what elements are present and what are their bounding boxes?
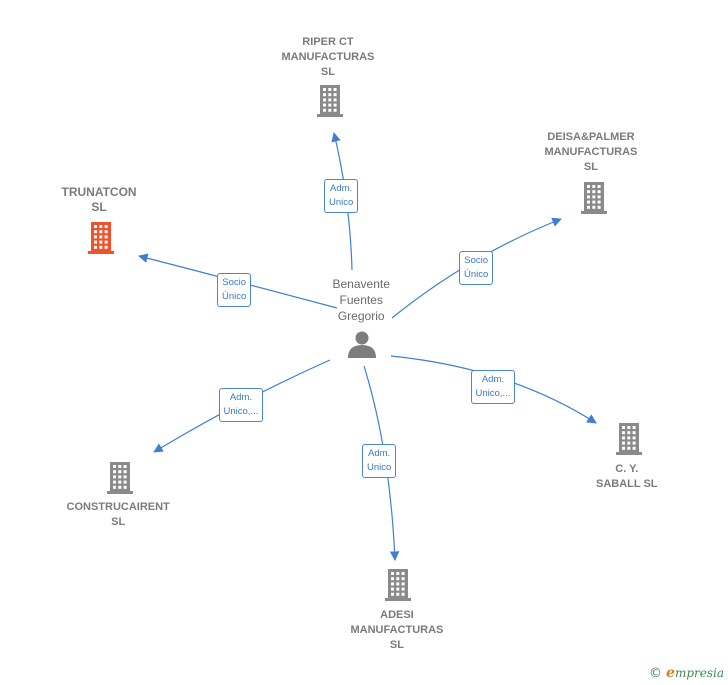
company-label-line: SABALL SL [596, 478, 658, 490]
relation-label-line: Único [464, 269, 489, 280]
relation-label-riper[interactable]: Adm. Unico [324, 179, 359, 213]
brand-initial: e [666, 665, 675, 681]
company-label-line: DEISA&PALMER [547, 131, 635, 143]
company-label-deisa[interactable]: DEISA&PALMER MANUFACTURAS SL [545, 130, 638, 175]
person-icon[interactable] [348, 331, 376, 359]
relation-label-construcairent[interactable]: Adm. Unico,... [218, 388, 264, 422]
company-label-construcairent[interactable]: CONSTRUCAIRENT SL [67, 500, 170, 530]
person-label-line: Gregorio [337, 309, 385, 323]
copyright-symbol: © [649, 666, 663, 681]
company-label-line: ADESI [380, 609, 414, 621]
company-label-line: MANUFACTURAS [544, 146, 638, 158]
company-label-line: MANUFACTURAS [350, 624, 444, 636]
building-icon-construcairent[interactable] [107, 462, 133, 494]
company-label-riper[interactable]: RIPER CT MANUFACTURAS SL [282, 35, 375, 80]
company-label-line: MANUFACTURAS [281, 51, 375, 63]
building-icon-deisa[interactable] [581, 182, 607, 214]
company-label-line: SL [320, 66, 335, 78]
footer-brand[interactable]: ©empresia [649, 665, 724, 681]
relation-label-line: Socio [464, 255, 489, 266]
relation-label-line: Adm. [330, 183, 353, 194]
building-icon-adesi[interactable] [385, 569, 411, 601]
relation-label-line: Adm. [481, 374, 505, 385]
relation-label-line: Adm. [229, 392, 253, 403]
relation-label-line: Único [222, 291, 247, 302]
company-label-saball[interactable]: C. Y. SABALL SL [596, 462, 658, 492]
building-icon-trunatcon[interactable] [88, 222, 114, 254]
company-label-line: RIPER CT [302, 36, 354, 48]
company-label-line: SL [583, 161, 598, 173]
company-label-line: C. Y. [615, 463, 639, 475]
relation-label-line: Unico [329, 197, 354, 208]
relation-label-line: Adm. [368, 448, 391, 459]
brand-name: mpresia [674, 666, 724, 680]
relation-label-line: Unico [367, 462, 392, 473]
relation-label-line: Unico,... [475, 388, 511, 399]
company-label-line: SL [91, 200, 107, 214]
relation-label-line: Unico,... [223, 406, 259, 417]
company-label-line: SL [389, 639, 404, 651]
person-label-line: Benavente [332, 277, 390, 291]
relation-label-saball[interactable]: Adm. Unico,... [470, 370, 516, 404]
person-label-line: Fuentes [339, 293, 383, 307]
company-label-line: TRUNATCON [61, 185, 137, 199]
company-label-adesi[interactable]: ADESI MANUFACTURAS SL [351, 608, 444, 653]
relation-label-line: Socio [222, 277, 247, 288]
company-label-line: SL [111, 516, 126, 528]
building-icon-saball[interactable] [616, 423, 642, 455]
company-label-line: CONSTRUCAIRENT [66, 501, 170, 513]
building-icon-riper[interactable] [317, 85, 343, 117]
relation-label-adesi[interactable]: Adm. Unico [362, 444, 397, 478]
